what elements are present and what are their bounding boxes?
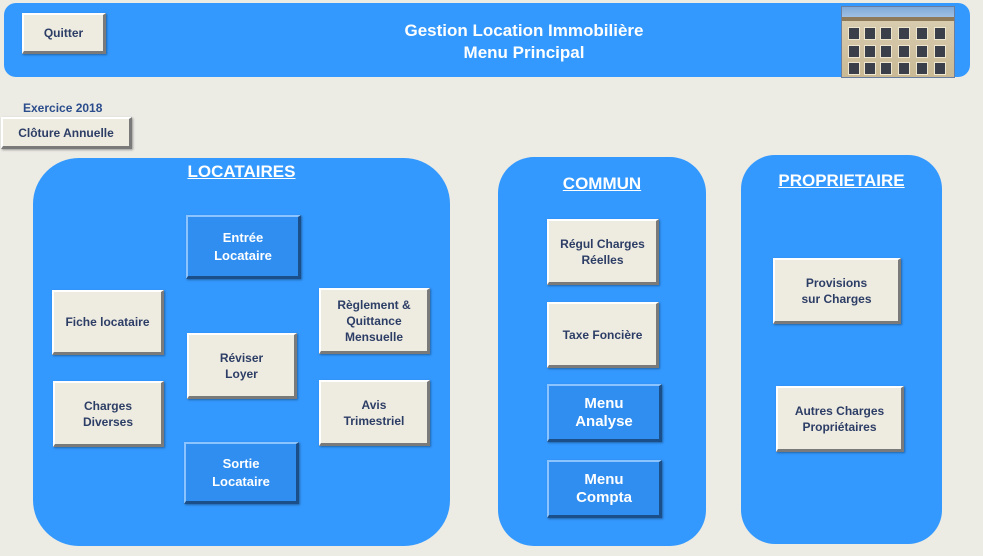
reviser-loyer-line1: Réviser xyxy=(219,350,264,365)
regul-charges-line1: Régul Charges xyxy=(560,236,645,251)
charges-diverses-line2: Diverses xyxy=(82,414,134,429)
menu-compta-line2: Compta xyxy=(576,488,632,506)
autres-charges-line2: Propriétaires xyxy=(802,419,877,434)
fiche-locataire-button[interactable]: Fiche locataire xyxy=(52,290,164,355)
menu-analyse-button[interactable]: Menu Analyse xyxy=(547,384,662,442)
sortie-locataire-button[interactable]: Sortie Locataire xyxy=(184,442,299,504)
reglement-line2: Quittance xyxy=(346,313,402,328)
app-title: Gestion Location Immobilière Menu Princi… xyxy=(304,20,744,64)
provisions-charges-button[interactable]: Provisions sur Charges xyxy=(773,258,901,324)
entree-locataire-line2: Locataire xyxy=(214,247,272,263)
menu-compta-line1: Menu xyxy=(584,470,624,488)
autres-charges-line1: Autres Charges xyxy=(794,403,885,418)
sortie-locataire-line1: Sortie xyxy=(222,455,260,471)
taxe-fonciere-button[interactable]: Taxe Foncière xyxy=(547,302,659,368)
menu-analyse-line2: Analyse xyxy=(575,412,633,430)
panel-proprietaire: PROPRIETAIRE xyxy=(741,155,942,544)
entree-locataire-line1: Entrée xyxy=(222,229,264,245)
app-title-line2: Menu Principal xyxy=(463,43,585,62)
building-photo-icon xyxy=(841,6,955,78)
quit-button[interactable]: Quitter xyxy=(22,13,106,54)
regul-charges-button[interactable]: Régul Charges Réelles xyxy=(547,219,659,285)
charges-diverses-button[interactable]: Charges Diverses xyxy=(53,381,164,447)
reviser-loyer-button[interactable]: Réviser Loyer xyxy=(187,333,297,399)
reglement-line1: Règlement & xyxy=(337,297,411,312)
provisions-line2: sur Charges xyxy=(801,291,872,306)
panel-locataires-title: LOCATAIRES xyxy=(187,162,296,181)
menu-analyse-line1: Menu xyxy=(584,394,624,412)
autres-charges-button[interactable]: Autres Charges Propriétaires xyxy=(776,386,904,452)
entree-locataire-button[interactable]: Entrée Locataire xyxy=(186,215,301,279)
avis-trimestriel-line1: Avis xyxy=(361,397,387,412)
reglement-line3: Mensuelle xyxy=(344,329,403,344)
exercise-label: Exercice 2018 xyxy=(23,101,103,115)
reviser-loyer-line2: Loyer xyxy=(225,366,258,381)
avis-trimestriel-button[interactable]: Avis Trimestriel xyxy=(319,380,430,446)
menu-compta-button[interactable]: Menu Compta xyxy=(547,460,662,518)
panel-commun-title: COMMUN xyxy=(562,174,642,193)
sortie-locataire-line2: Locataire xyxy=(212,473,270,489)
avis-trimestriel-line2: Trimestriel xyxy=(343,413,405,428)
header-bar: Gestion Location Immobilière Menu Princi… xyxy=(4,3,970,77)
charges-diverses-line1: Charges xyxy=(83,398,132,413)
regul-charges-line2: Réelles xyxy=(581,252,624,267)
app-title-line1: Gestion Location Immobilière xyxy=(404,21,644,40)
panel-proprietaire-title: PROPRIETAIRE xyxy=(778,171,905,190)
provisions-line1: Provisions xyxy=(805,275,868,290)
reglement-quittance-button[interactable]: Règlement & Quittance Mensuelle xyxy=(319,288,430,354)
annual-closing-button[interactable]: Clôture Annuelle xyxy=(1,117,132,149)
